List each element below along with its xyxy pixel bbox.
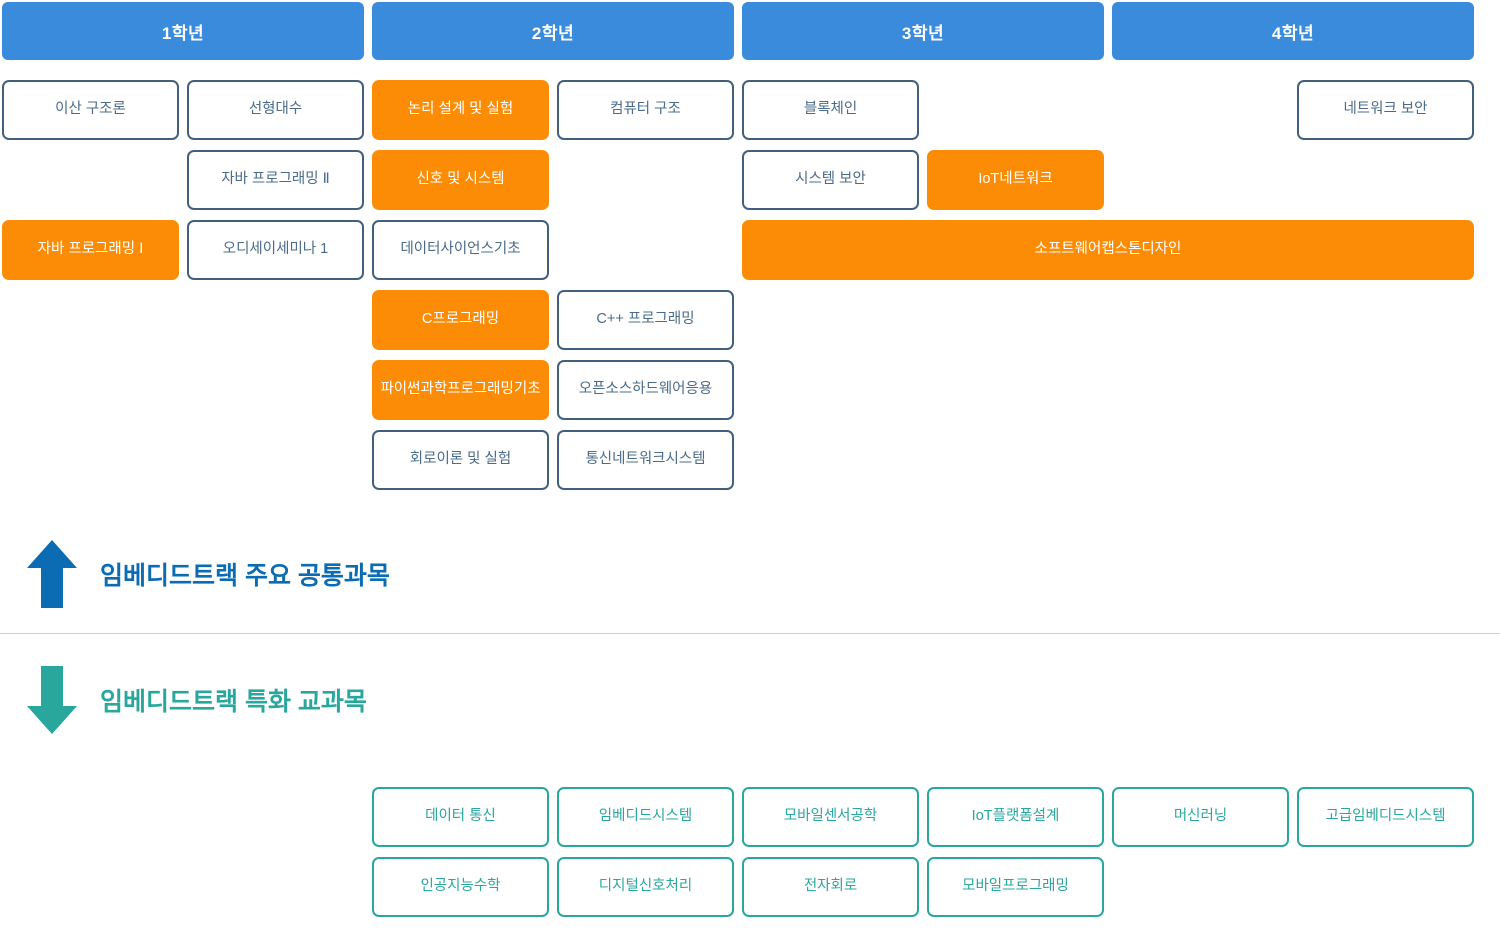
course-box[interactable]: 이산 구조론 [2, 80, 179, 140]
year-header-3: 3학년 [742, 2, 1104, 60]
course-box[interactable]: 오디세이세미나 1 [187, 220, 364, 280]
course-box[interactable]: C++ 프로그래밍 [557, 290, 734, 350]
course-box[interactable]: 통신네트워크시스템 [557, 430, 734, 490]
arrow-up-icon [26, 538, 78, 610]
year-header-2: 2학년 [372, 2, 734, 60]
course-box[interactable]: 임베디드시스템 [557, 787, 734, 847]
course-box[interactable]: 논리 설계 및 실험 [372, 80, 549, 140]
year-header-4: 4학년 [1112, 2, 1474, 60]
course-box[interactable]: 디지털신호처리 [557, 857, 734, 917]
special-track-band: 임베디드트랙 특화 교과목 [26, 664, 367, 736]
common-track-band: 임베디드트랙 주요 공통과목 [26, 538, 390, 610]
course-box[interactable]: 머신러닝 [1112, 787, 1289, 847]
course-box[interactable]: 소프트웨어캡스톤디자인 [742, 220, 1474, 280]
course-box[interactable]: 파이썬과학프로그래밍기초 [372, 360, 549, 420]
course-box[interactable]: 자바 프로그래밍 Ⅰ [2, 220, 179, 280]
course-box[interactable]: 시스템 보안 [742, 150, 919, 210]
course-box[interactable]: IoT플랫폼설계 [927, 787, 1104, 847]
course-box[interactable]: C프로그래밍 [372, 290, 549, 350]
course-box[interactable]: 네트워크 보안 [1297, 80, 1474, 140]
course-box[interactable]: 모바일프로그래밍 [927, 857, 1104, 917]
course-box[interactable]: 자바 프로그래밍 Ⅱ [187, 150, 364, 210]
course-box[interactable]: 컴퓨터 구조 [557, 80, 734, 140]
course-box[interactable]: 선형대수 [187, 80, 364, 140]
special-track-label: 임베디드트랙 특화 교과목 [100, 688, 367, 716]
common-track-label: 임베디드트랙 주요 공통과목 [100, 562, 390, 590]
course-box[interactable]: 전자회로 [742, 857, 919, 917]
section-divider [0, 633, 1500, 634]
course-box[interactable]: 블록체인 [742, 80, 919, 140]
arrow-down-icon [26, 664, 78, 736]
course-box[interactable]: 모바일센서공학 [742, 787, 919, 847]
year-header-1: 1학년 [2, 2, 364, 60]
course-box[interactable]: 오픈소스하드웨어응용 [557, 360, 734, 420]
course-box[interactable]: IoT네트워크 [927, 150, 1104, 210]
course-box[interactable]: 신호 및 시스템 [372, 150, 549, 210]
course-box[interactable]: 고급임베디드시스템 [1297, 787, 1474, 847]
course-box[interactable]: 인공지능수학 [372, 857, 549, 917]
course-box[interactable]: 데이터사이언스기초 [372, 220, 549, 280]
course-box[interactable]: 데이터 통신 [372, 787, 549, 847]
course-box[interactable]: 회로이론 및 실험 [372, 430, 549, 490]
